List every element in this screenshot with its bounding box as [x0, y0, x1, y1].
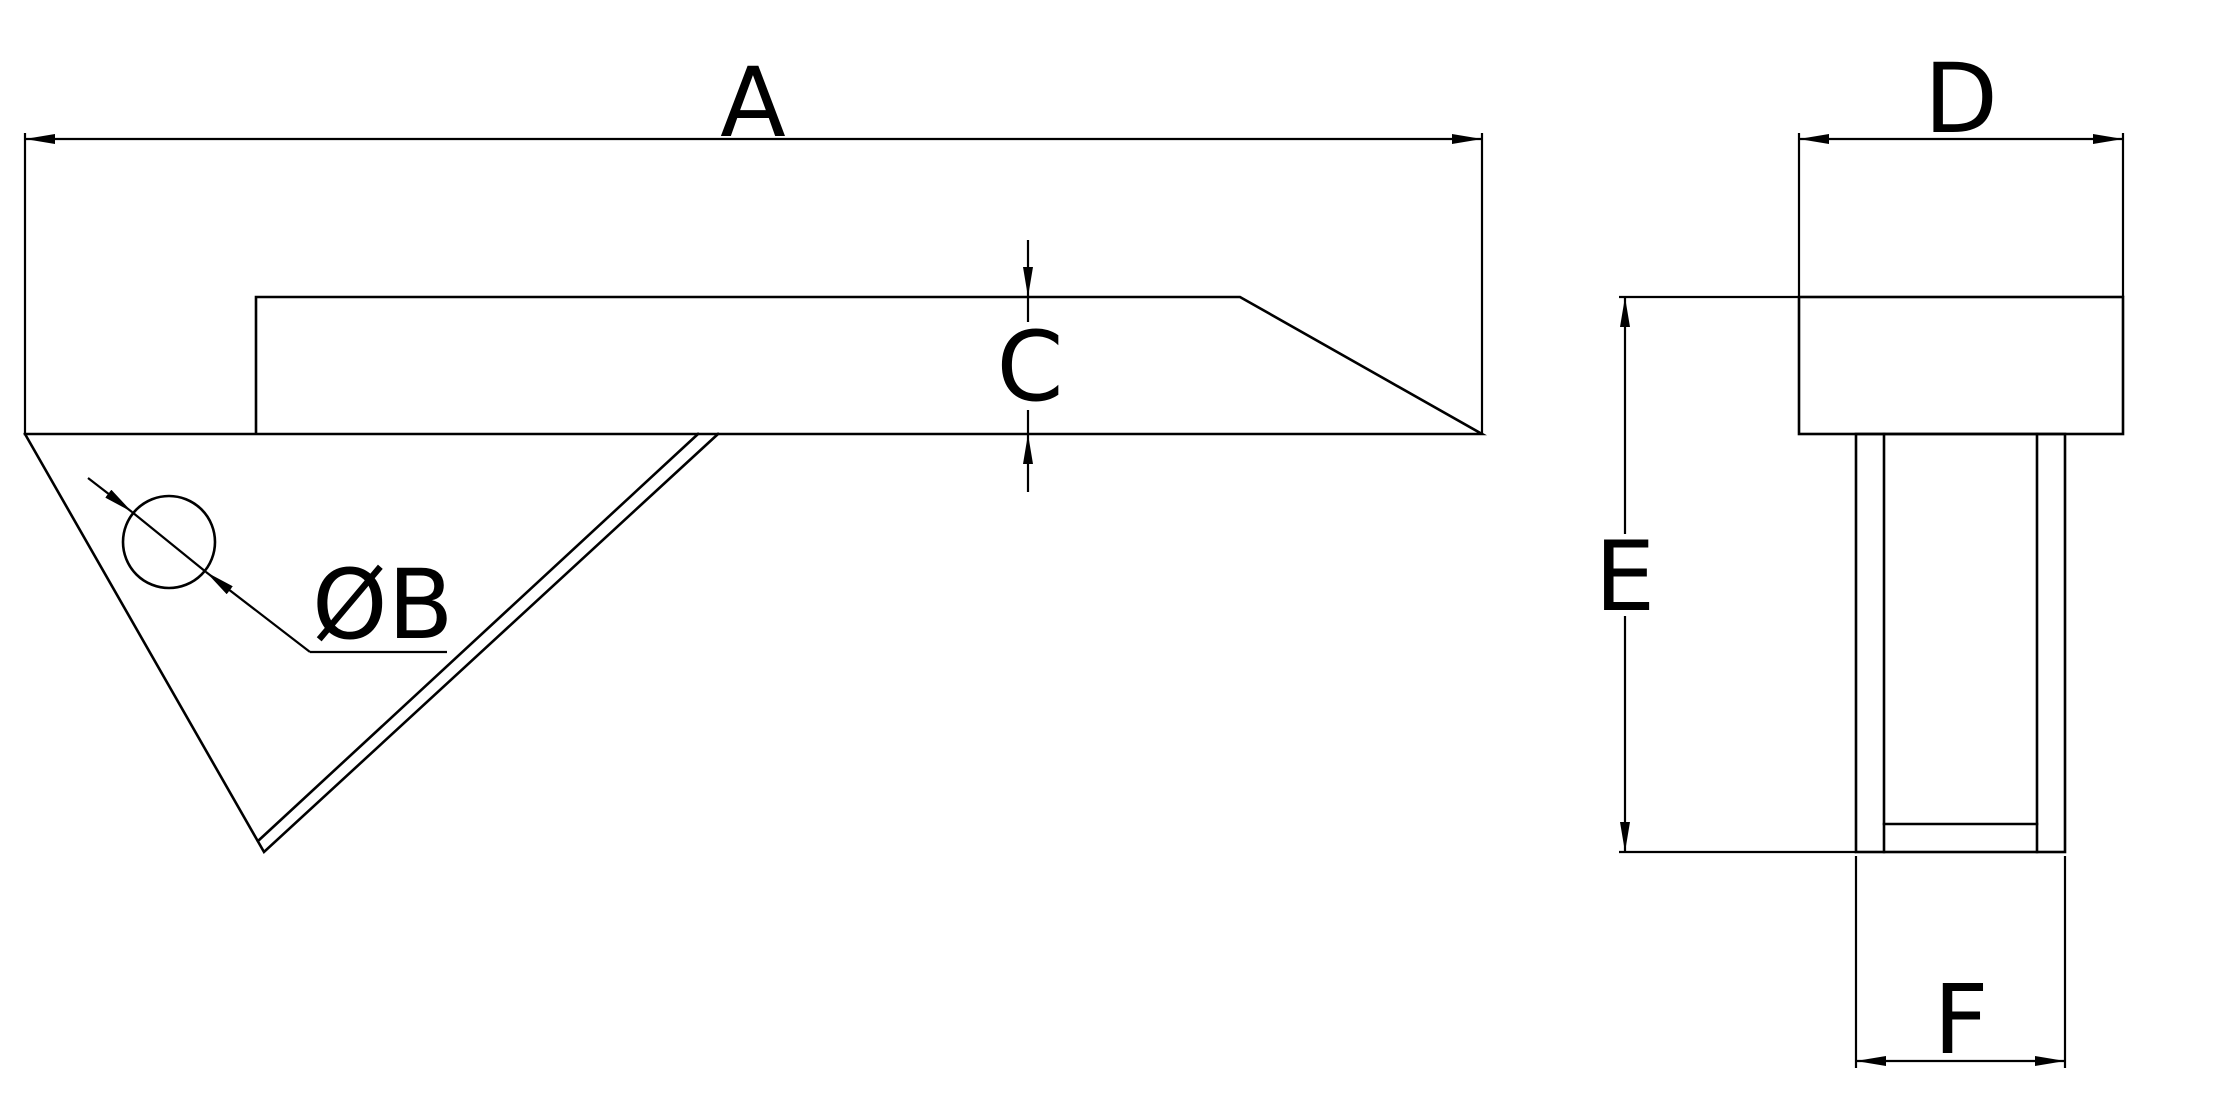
dim-b-chord	[131, 511, 207, 573]
dimension-b: ØB	[87, 477, 453, 661]
bracket-inner-edge	[256, 432, 700, 843]
dim-b-label: ØB	[312, 549, 453, 661]
dimension-d: D	[1797, 43, 2125, 297]
dim-b-leader	[205, 571, 311, 653]
dim-d-label: D	[1924, 43, 1998, 155]
beam-outline	[23, 295, 1487, 436]
dim-b-arrow-upper	[87, 477, 133, 513]
dimension-e: E	[1595, 295, 1856, 854]
dimension-c: C	[996, 240, 1064, 492]
dim-e-label: E	[1595, 521, 1656, 633]
side-view	[23, 295, 1487, 855]
dimension-f: F	[1854, 856, 2067, 1076]
front-view	[1797, 295, 2125, 854]
hole-circle	[121, 494, 217, 590]
dimension-a: A	[23, 47, 1484, 434]
dim-f-label: F	[1933, 964, 1988, 1076]
front-channel-outer	[1854, 432, 2067, 854]
front-top-block	[1797, 295, 2125, 436]
dim-c-label: C	[996, 311, 1063, 423]
bracket-outer-edge	[23, 432, 720, 855]
dim-a-label: A	[720, 47, 786, 159]
